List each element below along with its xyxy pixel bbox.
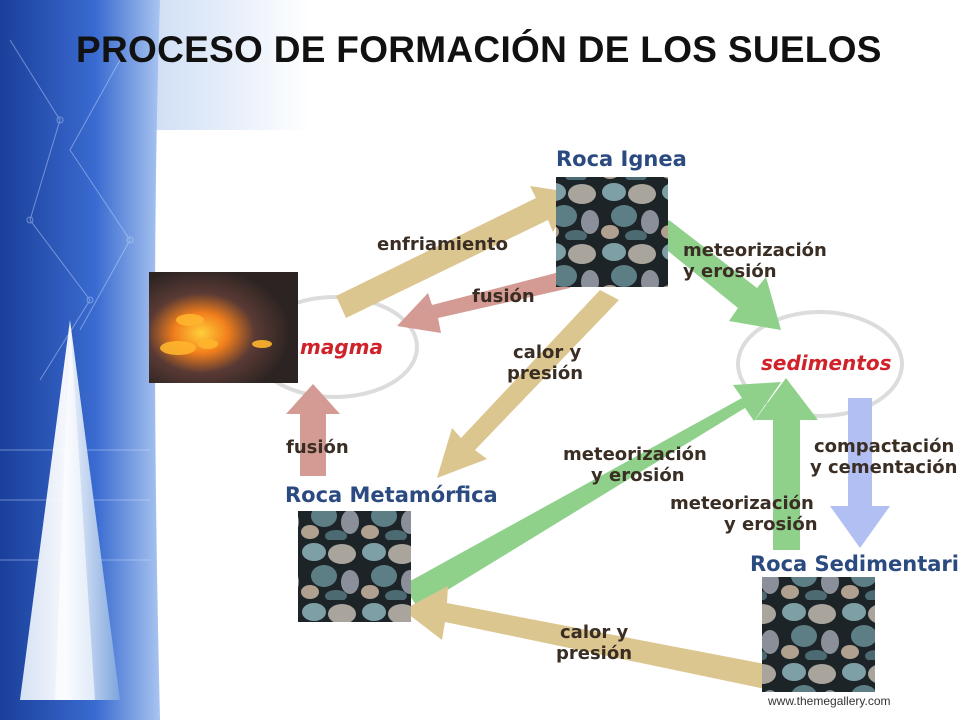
roca-metamorfica-image [298, 511, 411, 622]
label-meteorizacion-ignea-2: y erosión [683, 261, 777, 282]
label-meteorizacion-meta-2: y erosión [591, 465, 685, 486]
label-fusion-left: fusión [286, 437, 349, 458]
arrow-enfriamiento [336, 186, 575, 318]
magma-label: magma [300, 335, 383, 359]
sedimentos-label: sedimentos [761, 351, 892, 375]
label-fusion-top: fusión [472, 286, 535, 307]
arrow-meteorizacion-sed [755, 378, 818, 550]
arrow-calor-presion-bottom [403, 586, 770, 690]
arrow-fusion-to-magma [397, 268, 575, 333]
roca-ignea-image [556, 177, 668, 287]
arrow-fusion-magma [286, 384, 340, 476]
label-meteorizacion-sed-2: y erosión [724, 514, 818, 535]
label-enfriamiento: enfriamiento [377, 234, 508, 255]
label-meteorizacion-meta-1: meteorización [563, 444, 707, 465]
label-meteorizacion-ignea-1: meteorización [683, 240, 827, 261]
label-calor-bottom-2: presión [556, 643, 632, 664]
diagram-backdrop [255, 135, 950, 708]
arrow-compactacion [830, 398, 890, 548]
label-calor-bottom-1: calor y [560, 622, 628, 643]
magma-lava-image [149, 272, 298, 383]
arrow-meteorizacion-meta [403, 382, 781, 608]
roca-sedimentaria-image [762, 577, 875, 692]
arrow-calor-presion-top [437, 290, 619, 478]
sedimentos-ellipse [736, 310, 904, 418]
roca-metamorfica-label: Roca Metamórfica [285, 483, 498, 507]
roca-ignea-label: Roca Ignea [556, 147, 687, 171]
label-meteorizacion-sed-1: meteorización [670, 493, 814, 514]
lava-glow [160, 314, 272, 355]
label-compactacion-1: compactación [814, 436, 954, 457]
roca-sedimentaria-label: Roca Sedimentaria [750, 552, 960, 576]
label-calor-top-2: presión [507, 363, 583, 384]
arrow-meteorizacion-ignea [652, 220, 781, 330]
label-calor-top-1: calor y [513, 342, 581, 363]
footer-credit: www.themegallery.com [768, 694, 891, 708]
slide-title: PROCESO DE FORMACIÓN DE LOS SUELOS [76, 29, 882, 70]
label-compactacion-2: y cementación [810, 457, 957, 478]
